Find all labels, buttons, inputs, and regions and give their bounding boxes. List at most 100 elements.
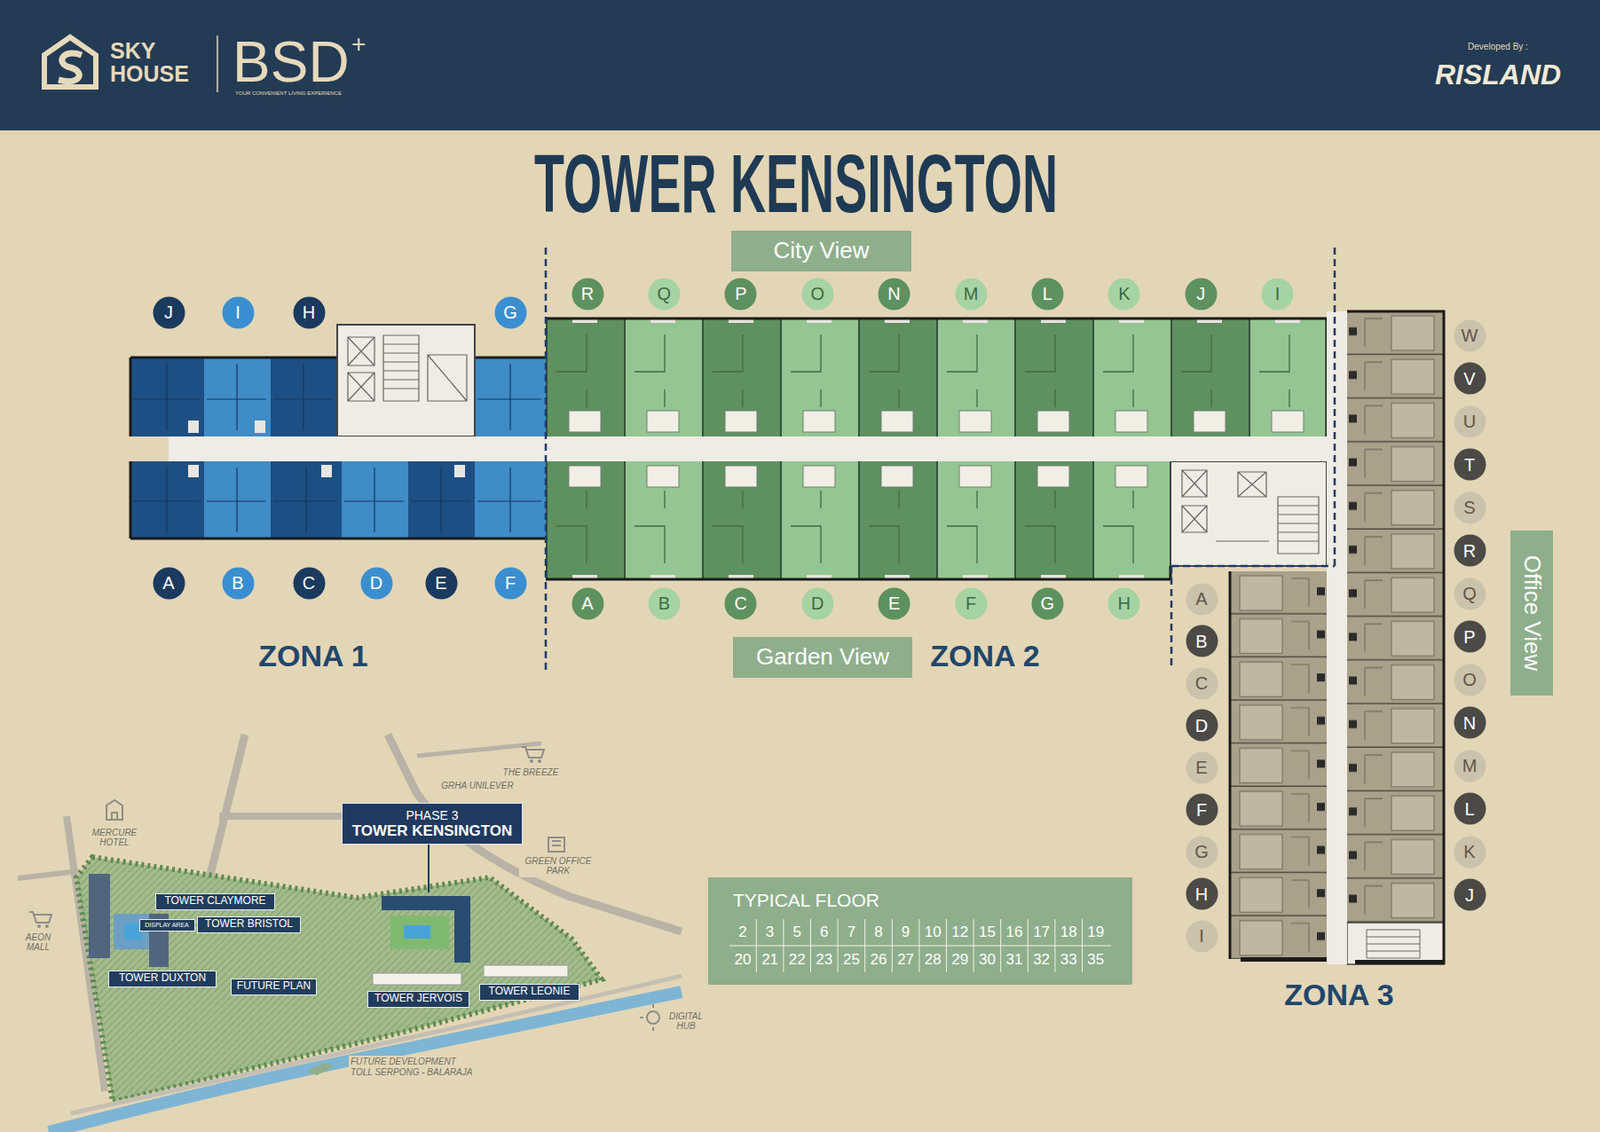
map-place-label: THE BREEZE [501, 766, 561, 780]
unit-letter: F [504, 574, 516, 592]
map-tower-tag: TOWER BRISTOL [197, 916, 301, 934]
unit-letter-circle: D [1185, 709, 1219, 742]
circle-fill [954, 277, 987, 310]
node-label: PHASE 3 [405, 808, 458, 823]
unit-letter: C [1195, 674, 1208, 693]
unit-letter: K [1118, 284, 1130, 303]
circle-fill [1184, 277, 1217, 310]
floor-number: 10 [924, 924, 942, 940]
unit-letter: N [1463, 714, 1476, 733]
unit-letter-circle: P [724, 277, 757, 311]
circle-fill [878, 277, 911, 310]
unit-letter-circle: B [1185, 624, 1219, 658]
circle-fill [221, 296, 254, 329]
unit-letter: W [1461, 326, 1479, 345]
unit-letter-circle: M [954, 277, 988, 311]
zone-label: ZONA 3 [1284, 977, 1394, 1013]
floor-number: 30 [978, 952, 996, 968]
view-label: Garden View [733, 637, 913, 678]
unit-letter: A [1195, 590, 1207, 608]
unit-letter-circle: T [1453, 448, 1487, 481]
map-tower-tag: DISPLAY AREA [139, 919, 196, 932]
unit-letter-circle: C [724, 587, 757, 621]
unit-letter-circle: B [221, 567, 255, 600]
unit-letter-circle: U [1453, 405, 1487, 439]
unit-letter: P [734, 284, 747, 303]
unit-letter: Q [1462, 584, 1477, 603]
circle-fill [494, 296, 527, 329]
unit-letter-circle: Q [647, 277, 681, 311]
unit-letter-circle: W [1453, 319, 1487, 353]
unit-letter: S [1463, 498, 1475, 517]
unit-letter-circle: I [1185, 920, 1219, 954]
floor-number: 17 [1032, 924, 1050, 940]
unit-letter: V [1463, 370, 1475, 388]
circle-fill [1453, 491, 1486, 524]
map-place-label: GRHA UNILEVER [439, 780, 515, 793]
unit-letter-circle: N [1453, 706, 1487, 740]
circle-fill [1185, 625, 1218, 658]
floor-number: 31 [1006, 952, 1024, 968]
unit-letter-circle: J [152, 296, 186, 330]
unit-letter: Q [657, 284, 672, 303]
unit-letter: I [1275, 284, 1281, 303]
unit-letter: K [1463, 843, 1475, 861]
unit-letter-circle: F [954, 587, 988, 621]
node-label: TOWER BRISTOL [204, 918, 293, 931]
circle-fill [647, 587, 680, 620]
node-label: TOWER LEONIE [488, 985, 571, 999]
unit-letter-circle: K [1107, 277, 1141, 311]
brand-logo-text: SKY HOUSE [110, 39, 195, 87]
circle-fill [1185, 667, 1218, 700]
unit-letter: G [1194, 843, 1209, 861]
circle-fill [1185, 835, 1218, 868]
unit-letter: H [1118, 594, 1131, 613]
floor-number: 27 [897, 952, 915, 968]
unit-letter: T [1464, 456, 1475, 474]
circle-fill [1453, 362, 1486, 395]
unit-letter: H [1195, 885, 1208, 904]
circle-fill [1453, 835, 1486, 868]
floor-number: 5 [792, 924, 801, 940]
view-label: Office View [1510, 530, 1553, 696]
map-tower-tag: FUTURE PLAN [230, 978, 317, 996]
unit-letter: J [164, 303, 174, 322]
unit-letter: J [1465, 886, 1474, 905]
node-label: FUTURE PLAN [236, 980, 311, 994]
circle-fill [1453, 707, 1486, 740]
site-map [17, 734, 682, 1132]
unit-letter: M [1462, 756, 1478, 775]
unit-letter: L [1464, 800, 1474, 819]
map-tower-tag: TOWER CLAYMORE [155, 893, 276, 911]
unit-letter: E [434, 574, 447, 592]
circle-fill [954, 587, 987, 620]
map-callout-box: PHASE 3TOWER KENSINGTON [341, 803, 523, 845]
node-label: TOWER DUXTON [118, 972, 206, 986]
unit-letter-circle: D [801, 587, 835, 621]
unit-letter-circle: H [292, 296, 326, 330]
circle-fill [1453, 663, 1486, 696]
circle-fill [1453, 577, 1486, 610]
map-place-label: FUTURE DEVELOPMENT TOLL SERPONG - BALARA… [348, 1056, 481, 1079]
table-heading: TYPICAL FLOOR [733, 890, 880, 912]
unit-letter-circle: H [1185, 877, 1219, 911]
unit-letter: L [1042, 284, 1053, 303]
unit-letter: I [235, 303, 241, 322]
unit-letter: G [1040, 594, 1056, 613]
unit-letter: E [888, 594, 900, 613]
unit-letter: I [1198, 927, 1205, 946]
unit-letter: R [1463, 542, 1476, 560]
circle-fill [152, 296, 185, 329]
map-place-label: AEON MALL [20, 931, 56, 954]
zone-label: ZONA 2 [930, 638, 1040, 674]
unit-letter-circle: F [494, 567, 528, 600]
unit-letter-circle: S [1453, 491, 1487, 525]
unit-letter-circle: E [1185, 751, 1219, 785]
unit-letter-circle: I [1261, 277, 1294, 311]
unit-letter-circle: K [1453, 835, 1487, 869]
circle-fill [571, 277, 604, 310]
unit-letter-circle: C [1185, 667, 1219, 701]
unit-letter-circle: P [1453, 620, 1487, 654]
view-label: City View [731, 230, 912, 272]
floor-number: 22 [788, 952, 806, 968]
